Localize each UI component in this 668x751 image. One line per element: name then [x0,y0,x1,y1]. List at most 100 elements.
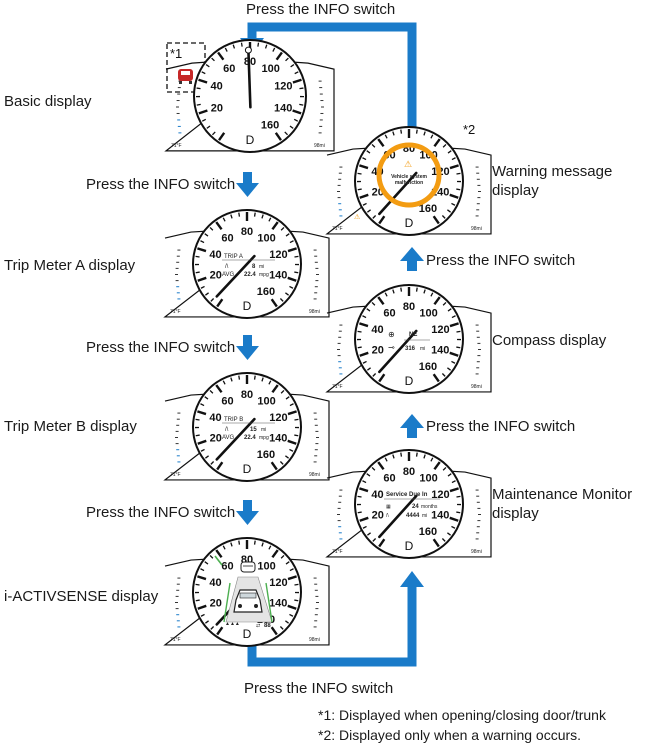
minor-tick [401,453,402,457]
warning-lamp-icon: ⚠ [354,213,361,221]
speed-tick-label: 100 [257,395,275,407]
minor-tick [358,173,362,174]
minor-tick [294,256,298,257]
gear-indicator: D [243,462,252,476]
calendar-icon: ▦ [386,504,391,510]
trip-a-distance-unit: mi [259,264,264,270]
speed-tick-label: 80 [241,389,253,401]
speed-tick-label: 140 [274,102,292,114]
minor-tick [294,419,298,420]
basic-display-label: Basic display [4,93,92,110]
minor-tick [456,189,460,190]
maintenance-miles: 4444 [406,513,420,519]
minor-tick [299,88,303,89]
minor-tick [456,173,460,174]
speed-tick-label: 60 [221,232,233,244]
speed-tick-label: 40 [209,412,221,424]
speed-tick-label: 140 [431,510,449,522]
speed-tick-label: 20 [210,270,222,282]
speed-tick-label: 60 [223,63,235,75]
arrow-shaft-2 [243,335,252,347]
switch-label-top: Press the INFO switch [246,1,395,18]
maintenance-title: Service Due In [386,492,428,498]
minor-tick [417,288,418,292]
speed-tick-label: 100 [419,472,437,484]
minor-tick [241,43,242,47]
speed-tick-label: 20 [211,102,223,114]
minor-tick [401,130,402,134]
gear-indicator: D [243,627,252,641]
speed-tick-label: 40 [209,249,221,261]
speed-tick-label: 140 [269,433,287,445]
minor-tick [255,213,256,217]
speed-tick-label: 160 [257,449,275,461]
arrow-up-1 [400,414,424,428]
fuel-range-icon: ⊸ [388,343,395,352]
speed-tick-label: 120 [269,249,287,261]
speed-tick-label: 80 [403,301,415,313]
minor-tick [358,189,362,190]
own-vehicle-icon [234,590,262,612]
arrow-up-into-maintenance [400,571,424,587]
speed-tick-label: 160 [261,120,279,132]
speed-tick-label: 140 [431,345,449,357]
trip-a-avg-unit: mpg [259,272,269,278]
odometer-readout: 98mi [309,309,320,315]
minor-tick [456,331,460,332]
minor-tick [197,104,201,105]
speed-tick-label: 100 [257,560,275,572]
trip-b-display-label: Trip Meter B display [4,418,137,435]
speed-tick-label: 100 [262,63,280,75]
fuel-temp-readout: 71°F [170,472,181,478]
minor-tick [456,496,460,497]
odometer-readout: 98mi [314,143,325,149]
speed-tick-label: 20 [210,433,222,445]
arrow-shaft-3 [243,500,252,512]
odometer-readout: 98mi [471,226,482,232]
warning-display-label-1: Warning message [492,163,612,180]
warning-display-label-2: display [492,182,539,199]
trip-b-avg-label: AVG [222,435,235,441]
maintenance-display-label-2: display [492,505,539,522]
speed-tick-label: 80 [403,466,415,478]
trip-a-title: TRIP A [224,254,243,260]
speed-tick-label: 160 [419,526,437,538]
maintenance-months: 24 [412,504,419,510]
warning-triangle-icon: ⚠ [404,159,412,169]
trip-b-distance: 15 [250,427,257,433]
speed-tick-label: 120 [269,412,287,424]
speed-tick-label: 120 [274,80,292,92]
vehicle-ahead-icon [241,562,255,572]
fuel-temp-readout: 71°F [171,143,182,149]
minor-tick [294,435,298,436]
compass-range: 316 [405,346,416,352]
minor-tick [197,88,201,89]
marker-1: *1 [170,46,182,61]
trip-b-avg-unit: mpg [259,435,269,441]
footnote-2: *2: Displayed only when a warning occurs… [318,727,581,743]
trip-a-distance-icon: /\ [225,264,229,270]
minor-tick [456,347,460,348]
minor-tick [239,541,240,545]
minor-tick [417,130,418,134]
speed-tick-label: 40 [210,80,222,92]
trip-b-title: TRIP B [224,417,243,423]
speed-tick-label: 40 [209,577,221,589]
speed-tick-label: 80 [241,226,253,238]
fuel-temp-readout: 71°F [170,637,181,643]
switch-label-1: Press the INFO switch [86,176,235,193]
maintenance-miles-unit: mi [422,513,427,519]
gear-indicator: D [243,299,252,313]
minor-tick [358,512,362,513]
minor-tick [196,256,200,257]
trip-a-display-label: Trip Meter A display [4,257,136,274]
speed-tick-label: 60 [383,472,395,484]
arrow-up-2 [400,247,424,261]
arrow-down-1 [236,183,259,197]
minor-tick [196,600,200,601]
minor-tick [358,347,362,348]
